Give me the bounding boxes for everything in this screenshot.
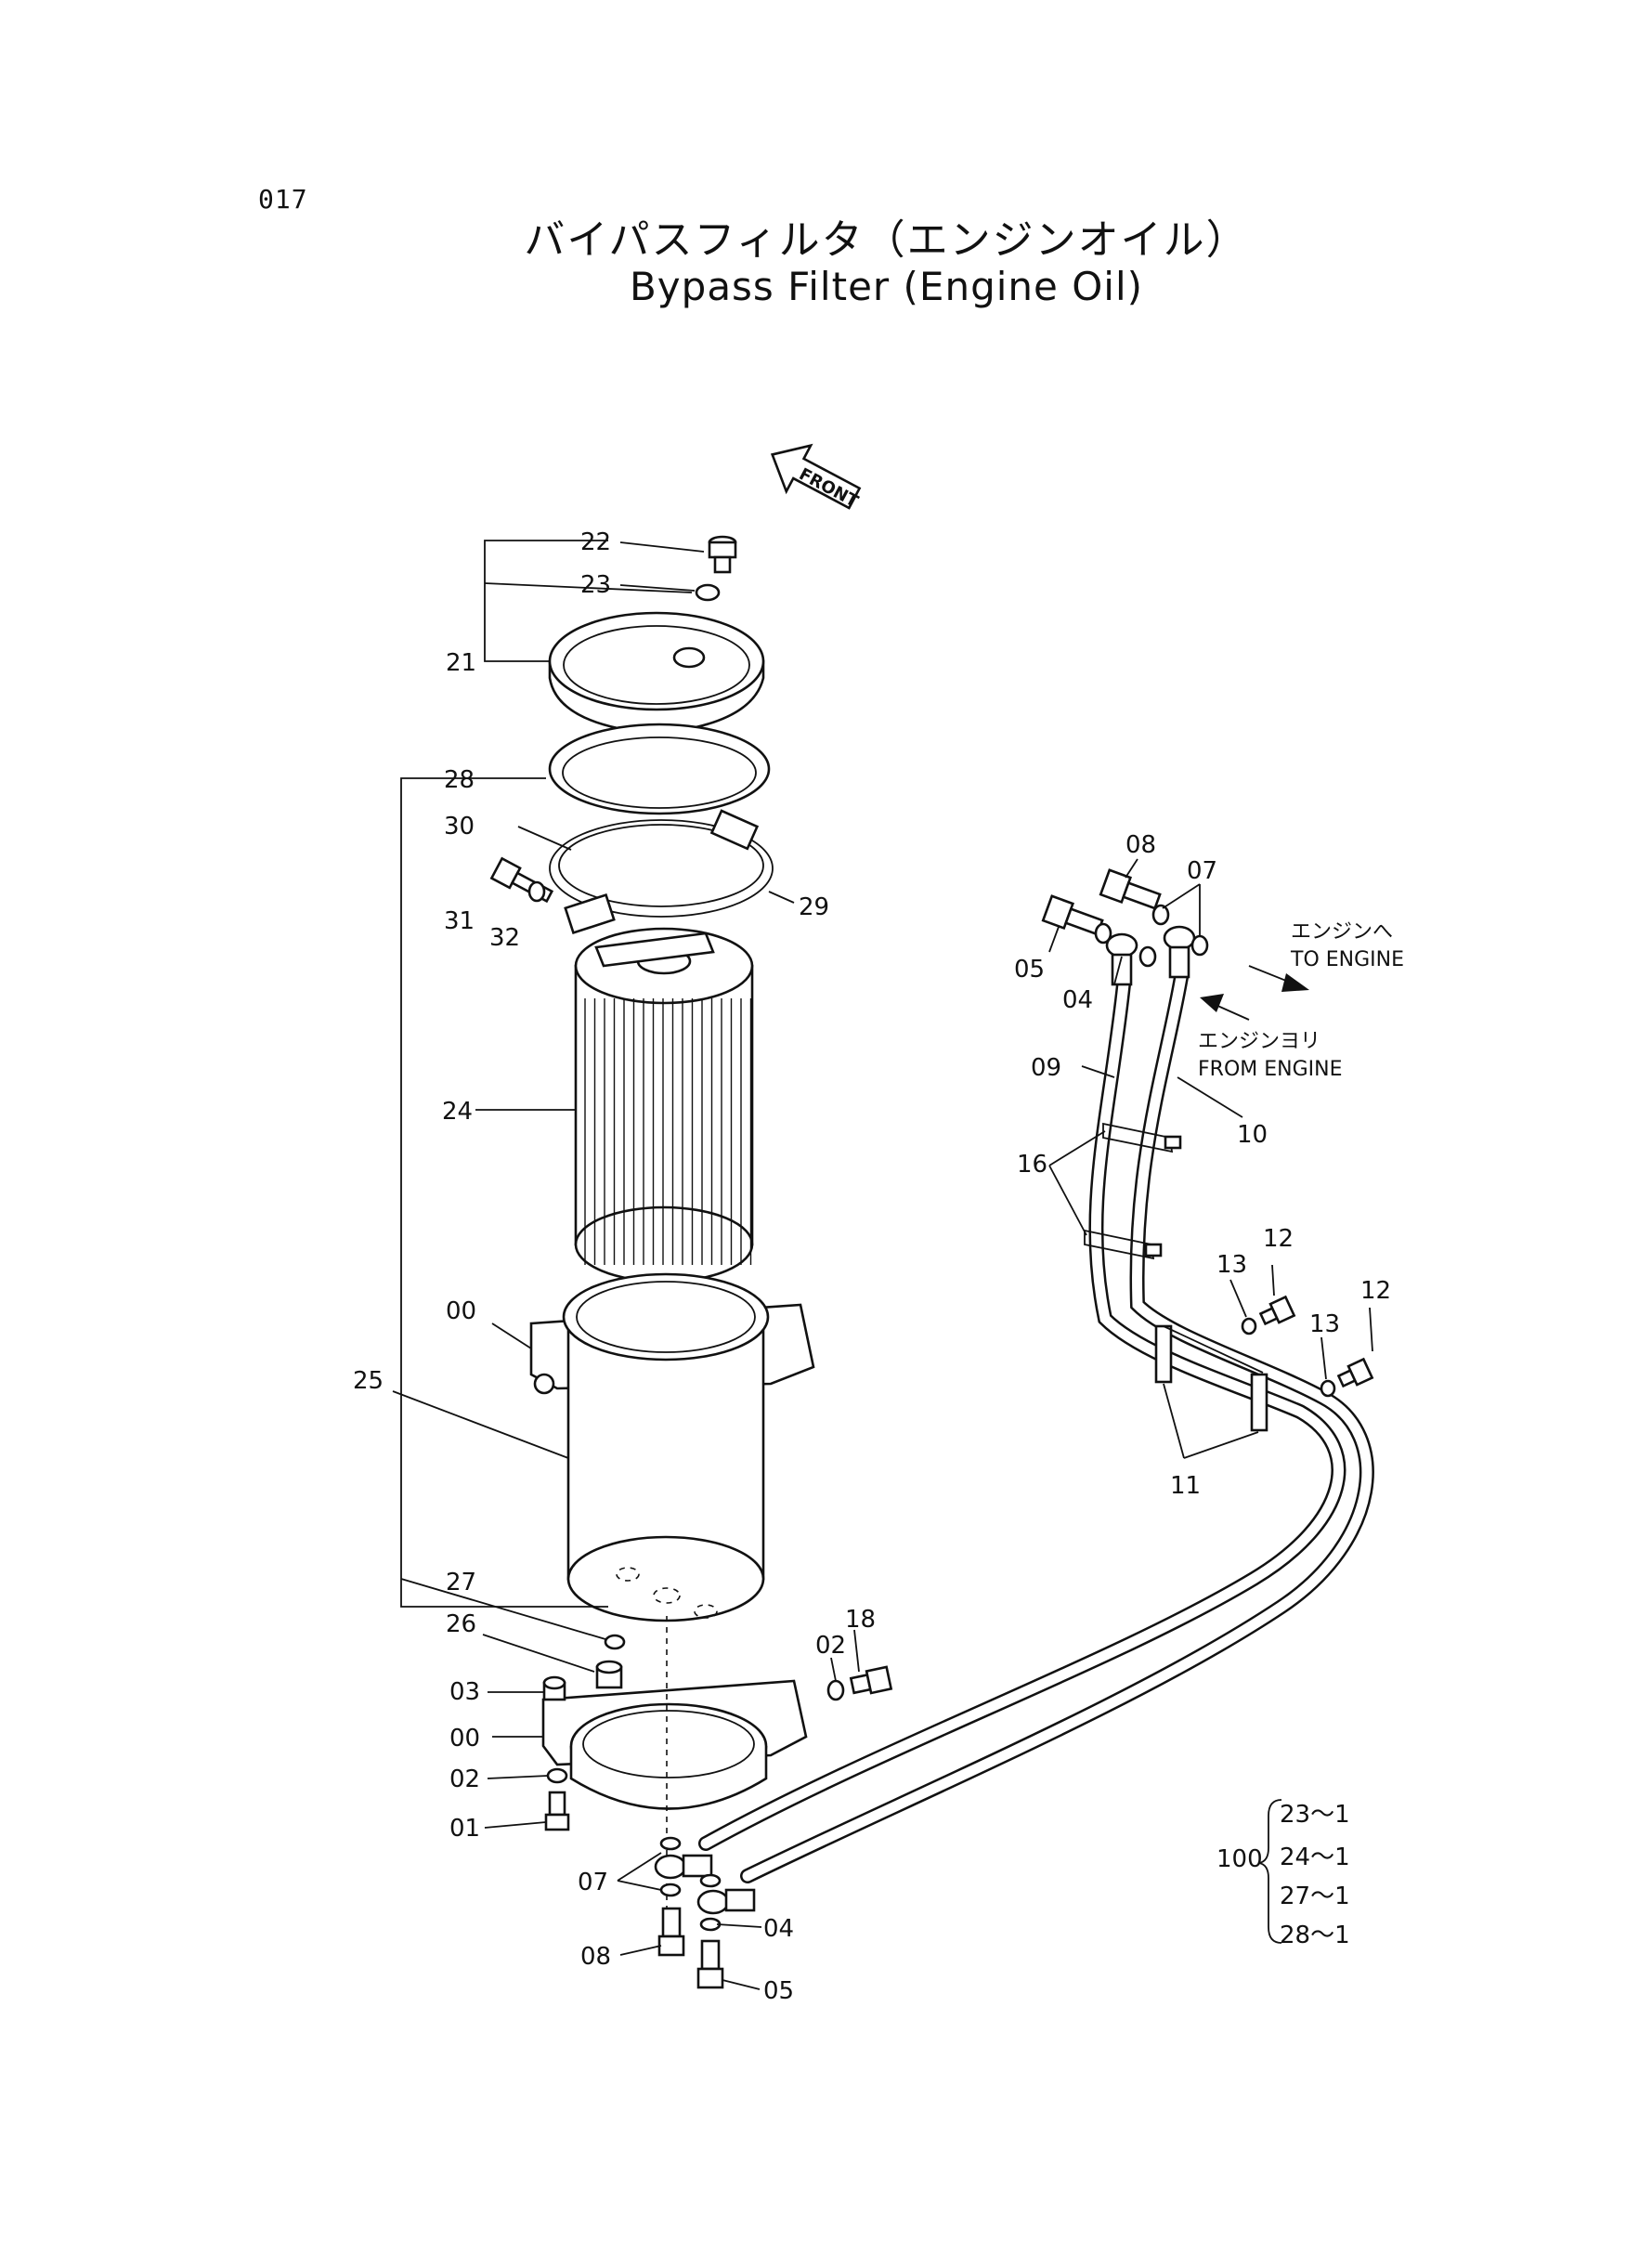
kit-item: 28～1 [1280,1922,1350,1949]
washer-part-02-lower-left [546,1767,568,1784]
callout-05-lower: 05 [763,1977,794,2005]
washer-part-07-lower-a [659,1836,682,1851]
bolt-part-05-upper [1041,894,1104,936]
o-ring-part-28 [548,723,771,815]
callout-27: 27 [446,1569,476,1596]
page-title-english: Bypass Filter (Engine Oil) [629,264,1143,309]
washer-part-07-upper-b [1190,934,1209,957]
callout-22: 22 [580,528,611,556]
kit-group-brackets [400,540,693,1640]
callout-08-lower: 08 [580,1943,611,1971]
callout-29: 29 [799,893,829,921]
callout-12-upper: 12 [1263,1225,1294,1253]
kit-item: 27～1 [1280,1883,1350,1910]
from-engine-label: FROM ENGINE [1198,1058,1342,1081]
callout-26: 26 [446,1610,476,1638]
washer-part-13-lower [1320,1379,1336,1398]
callout-02-right: 02 [815,1632,846,1660]
washer-part-23 [695,583,721,602]
callout-16: 16 [1017,1151,1047,1179]
callout-01: 01 [449,1815,480,1843]
callout-24: 24 [442,1098,473,1126]
filter-element-part-24 [574,927,754,1283]
callout-23: 23 [580,571,611,599]
band-clamp-part-29 [549,809,774,935]
washer-part-07-upper-a [1151,904,1170,926]
callout-30: 30 [444,813,475,840]
callout-02-left: 02 [449,1765,480,1793]
bolt-part-01 [544,1791,570,1831]
bolt-part-31 [489,856,554,904]
bolt-part-18 [849,1665,893,1695]
callout-21: 21 [446,649,476,677]
bolt-part-12-upper [1258,1295,1296,1326]
leader-lines [392,541,1373,1990]
hose-clip-part-11 [1154,1324,1268,1432]
hose-part-10 [740,970,1374,1883]
callout-04-upper: 04 [1062,986,1093,1014]
kit-number: 100 [1216,1845,1263,1873]
washer-part-13-upper [1241,1317,1257,1335]
callout-11: 11 [1170,1472,1201,1500]
callout-04-lower: 04 [763,1915,794,1943]
hose-clamp-part-16-lower [1084,1229,1163,1260]
callout-28: 28 [444,766,475,794]
filter-case-part-25 [529,1272,815,1622]
page-title-japanese: バイパスフィルタ（エンジンオイル） [524,216,1249,264]
from-engine-japanese-label: エンジンヨリ [1198,1030,1320,1053]
callout-13-upper: 13 [1216,1251,1247,1279]
callout-25: 25 [353,1367,384,1395]
callout-07-lower: 07 [578,1869,608,1896]
callout-03: 03 [449,1678,480,1706]
nut-part-03 [542,1675,566,1701]
callout-09: 09 [1031,1054,1061,1082]
washer-part-07-lower-b [659,1883,682,1897]
eye-joint-part-04-upper-right [1163,925,1196,979]
washer-part-04-upper-a [1094,922,1112,945]
bolt-part-12-lower [1336,1357,1374,1388]
to-engine-arrow [1248,965,1309,992]
callout-31: 31 [444,907,475,935]
callout-08-upper: 08 [1125,831,1156,859]
o-ring-part-27 [604,1634,626,1650]
callout-13-lower: 13 [1309,1310,1340,1338]
to-engine-label: TO ENGINE [1290,948,1404,971]
kit-item: 24～1 [1280,1844,1350,1871]
callout-10: 10 [1237,1121,1268,1149]
front-direction-arrow: FRONT [770,443,862,512]
eye-joint-part-04-upper [1105,932,1138,986]
eye-joint-part-04-lower [696,1888,756,1915]
callout-00-upper: 00 [446,1297,476,1325]
from-engine-arrow [1200,994,1250,1021]
page-number: 017 [258,184,308,215]
washer-part-04-upper-b [1138,945,1157,968]
filter-pleats [584,998,752,1265]
kit-list-100: 100 23～1 24～1 27～1 28～1 [1216,1799,1350,1949]
bolt-part-05-lower [696,1939,724,1989]
filter-bracket-part-00 [541,1616,808,1913]
plug-part-26 [595,1660,623,1689]
callout-07-upper: 07 [1187,857,1217,885]
bolt-part-08-lower [657,1907,685,1957]
to-engine-japanese-label: エンジンへ [1291,920,1393,944]
washer-part-02-right [826,1679,845,1701]
plug-part-22 [708,535,737,574]
callout-05-upper: 05 [1014,956,1045,984]
callout-12-lower: 12 [1360,1277,1391,1305]
callout-32: 32 [489,924,520,952]
filter-cover-part-21 [548,611,765,736]
washer-part-32 [527,880,546,903]
callout-18: 18 [845,1606,876,1634]
bolt-part-08-upper [1099,868,1162,910]
eye-joint-part-07-lower [654,1854,713,1880]
washer-part-04-lower-a [699,1873,722,1888]
hose-part-09 [698,977,1346,1851]
kit-item: 23～1 [1280,1801,1350,1829]
callout-00-lower: 00 [449,1725,480,1752]
